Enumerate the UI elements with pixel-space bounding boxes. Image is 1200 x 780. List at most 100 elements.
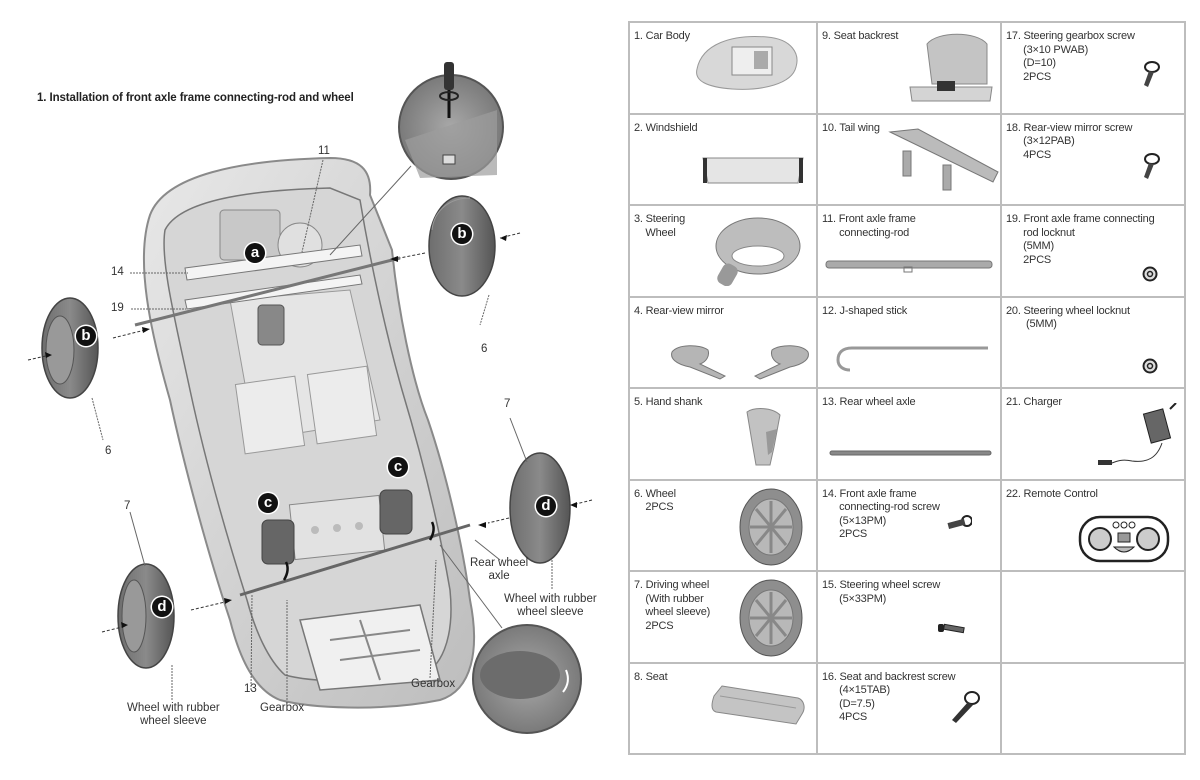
callout-7-left: 7 — [124, 500, 131, 512]
assembly-diagram: 1. Installation of front axle frame conn… — [27, 62, 597, 734]
parts-row: 3. Steering Wheel 11. Front axle frame co… — [628, 204, 1186, 298]
part-label: 16. Seat and backrest screw (4×15TAB) (D… — [822, 670, 956, 724]
seat-icon — [710, 680, 806, 733]
badge-b-left: b — [76, 326, 96, 346]
empty-cell — [1000, 661, 1186, 755]
part-cell-16: 16. Seat and backrest screw (4×15TAB) (D… — [816, 661, 1002, 755]
parts-row: 4. Rear-view mirror 12. J-shaped stick 20.… — [628, 295, 1186, 389]
parts-row: 7. Driving wheel (With rubber wheel slee… — [628, 570, 1186, 664]
callout-19: 19 — [111, 302, 124, 314]
diagram-title: 1. Installation of front axle frame conn… — [37, 92, 354, 104]
callout-7-right: 7 — [504, 398, 511, 410]
remote-control-icon — [1078, 511, 1170, 570]
part-cell-9: 9. Seat backrest — [816, 21, 1002, 115]
callout-11: 11 — [318, 145, 330, 157]
part-cell-12: 12. J-shaped stick — [816, 295, 1002, 389]
parts-row: 8. Seat 16. Seat and backrest screw (4×15… — [628, 661, 1186, 755]
part-cell-4: 4. Rear-view mirror — [628, 295, 818, 389]
part-cell-22: 22. Remote Control — [1000, 478, 1186, 572]
car-body-icon — [692, 29, 802, 100]
part-label: 8. Seat — [634, 670, 668, 683]
front-wheel-left — [27, 297, 150, 441]
driving-wheel-icon — [738, 578, 804, 661]
steering-wheel-icon — [706, 214, 802, 291]
screw-long-icon — [948, 690, 980, 729]
part-label: 13. Rear wheel axle — [822, 396, 916, 408]
part-label: 4. Rear-view mirror — [634, 304, 724, 317]
part-cell-11: 11. Front axle frame connecting-rod — [816, 204, 1002, 298]
parts-list-table: 1. Car Body 9. Seat backrest 17. Steering … — [628, 21, 1186, 755]
badge-d-right: d — [536, 496, 556, 516]
charger-icon — [1092, 402, 1182, 478]
zoom-detail-steering-screw — [329, 62, 504, 256]
part-cell-3: 3. Steering Wheel — [628, 204, 818, 298]
callout-gearbox-right: Gearbox — [411, 678, 456, 690]
part-label: 7. Driving wheel (With rubber wheel slee… — [634, 579, 711, 632]
callout-gearbox-left: Gearbox — [260, 702, 305, 714]
badge-a: a — [245, 243, 265, 263]
connecting-rod-icon — [824, 258, 994, 279]
j-stick-icon — [836, 343, 991, 378]
hand-shank-icon — [742, 407, 782, 472]
bolt-long-icon — [936, 620, 966, 641]
rear-wheel-left — [101, 511, 232, 700]
rear-view-mirror-icon — [670, 342, 810, 385]
part-cell-8: 8. Seat — [628, 661, 818, 755]
badge-c-left: c — [258, 493, 278, 513]
part-label: 10. Tail wing — [822, 121, 880, 134]
callout-rear-wheel-axle: Rear wheel axle — [470, 557, 529, 582]
part-label: 15. Steering wheel screw (5×33PM) — [822, 579, 941, 605]
part-label: 19. Front axle frame connecting rod lock… — [1006, 213, 1155, 266]
part-label: 1. Car Body — [634, 30, 690, 42]
part-cell-5: 5. Hand shank — [628, 387, 818, 481]
locknut-icon — [1142, 358, 1158, 379]
part-cell-10: 10. Tail wing — [816, 112, 1002, 206]
part-cell-13: 13. Rear wheel axle — [816, 387, 1002, 481]
seat-backrest-icon — [902, 29, 997, 112]
screw-icon — [1140, 152, 1160, 186]
leader-lines — [130, 159, 437, 700]
empty-cell — [1000, 570, 1186, 664]
part-label: 3. Steering Wheel — [634, 213, 686, 239]
badge-d-left: d — [152, 597, 172, 617]
part-label: 12. J-shaped stick — [822, 304, 908, 317]
part-cell-1: 1. Car Body — [628, 21, 818, 115]
locknut-icon — [1142, 266, 1158, 287]
callout-6-left: 6 — [105, 445, 112, 457]
wheel-icon — [738, 487, 804, 570]
part-label: 20. Steering wheel locknut (5MM) — [1006, 304, 1130, 331]
zoom-detail-gearbox — [439, 544, 582, 734]
bolt-icon — [946, 514, 973, 536]
car-chassis-illustration — [27, 62, 593, 734]
part-cell-6: 6. Wheel 2PCS — [628, 478, 818, 572]
part-label: 6. Wheel 2PCS — [634, 487, 676, 514]
front-wheel-right — [390, 195, 521, 326]
part-cell-19: 19. Front axle frame connecting rod lock… — [1000, 204, 1186, 298]
part-cell-17: 17. Steering gearbox screw (3×10 PWAB) (… — [1000, 21, 1186, 115]
badge-c-right: c — [388, 457, 408, 477]
part-cell-18: 18. Rear-view mirror screw (3×12PAB) 4PC… — [1000, 112, 1186, 206]
part-cell-14: 14. Front axle frame connecting-rod scre… — [816, 478, 1002, 572]
part-cell-20: 20. Steering wheel locknut (5MM) — [1000, 295, 1186, 389]
parts-row: 6. Wheel 2PCS 14. Front axle frame connec… — [628, 478, 1186, 572]
callout-6-right: 6 — [481, 343, 488, 355]
badge-b-right: b — [452, 224, 472, 244]
parts-row: 5. Hand shank 13. Rear wheel axle 21. Char… — [628, 387, 1186, 481]
part-cell-2: 2. Windshield — [628, 112, 818, 206]
part-label: 5. Hand shank — [634, 396, 703, 408]
callout-13: 13 — [244, 683, 257, 695]
part-cell-21: 21. Charger — [1000, 387, 1186, 481]
callout-14: 14 — [111, 266, 124, 278]
part-cell-15: 15. Steering wheel screw (5×33PM) — [816, 570, 1002, 664]
parts-row: 1. Car Body 9. Seat backrest 17. Steering … — [628, 21, 1186, 115]
part-label: 2. Windshield — [634, 121, 698, 134]
tail-wing-icon — [888, 127, 999, 196]
callout-wheel-sleeve-right: Wheel with rubber wheel sleeve — [504, 593, 597, 618]
part-label: 9. Seat backrest — [822, 30, 899, 42]
axle-icon — [828, 444, 993, 462]
screw-icon — [1140, 61, 1160, 94]
parts-row: 2. Windshield 10. Tail wing 18. Rear-view … — [628, 112, 1186, 206]
windshield-icon — [698, 153, 808, 192]
car-body — [134, 156, 476, 709]
part-label: 21. Charger — [1006, 396, 1062, 408]
